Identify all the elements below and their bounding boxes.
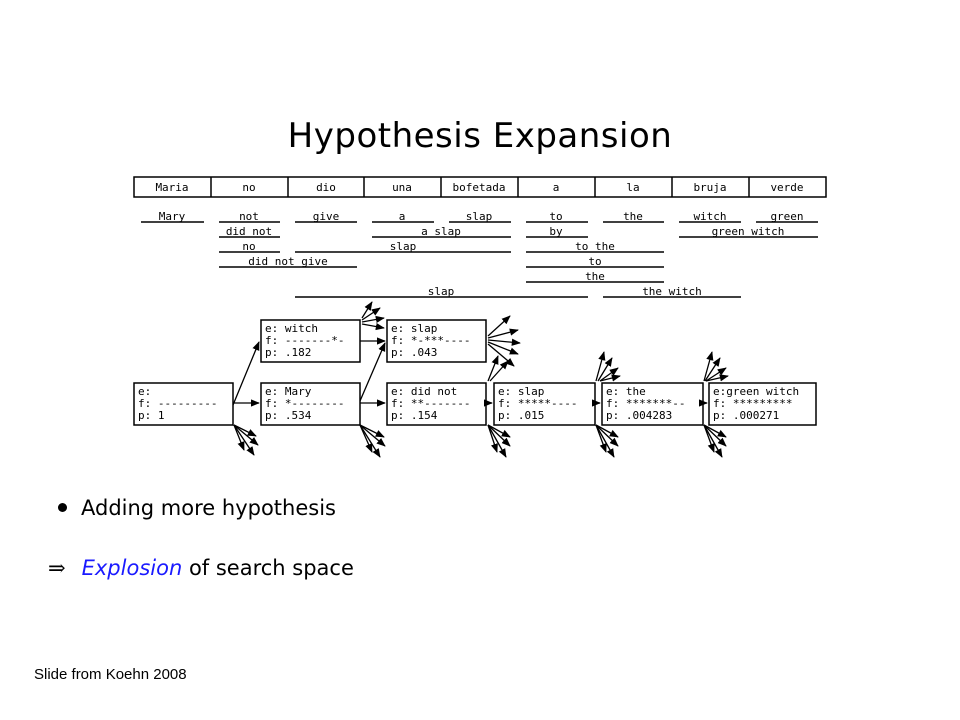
option-label: the (585, 270, 605, 283)
option-label: did not (226, 225, 272, 238)
option-label: not (239, 210, 259, 223)
source-word: dio (316, 181, 336, 194)
hypothesis-p: p: .182 (265, 346, 311, 359)
hypothesis-box: e: slap f: *****---- p: .015 (493, 382, 596, 426)
hypothesis-f: f: *-***---- (391, 334, 470, 347)
option-label: no (242, 240, 255, 253)
hypothesis-p: p: .000271 (713, 409, 779, 422)
source-word: la (626, 181, 639, 194)
bullet-point: Adding more hypothesis (58, 496, 336, 520)
hypothesis-expansion-diagram: Maria no dio una bofetada a la bruja ver… (133, 176, 827, 458)
option-label: to (549, 210, 562, 223)
source-word: a (553, 181, 560, 194)
hypothesis-box: e: slap f: *-***---- p: .043 (386, 319, 487, 363)
implication-emphasis: Explosion (81, 556, 183, 580)
option-label: slap (466, 210, 493, 223)
hypothesis-boxes: e: f: --------- p: 1 e: Mary f: *-------… (133, 319, 817, 426)
source-word: no (242, 181, 255, 194)
option-label: Mary (159, 210, 186, 223)
hypothesis-p: p: .534 (265, 409, 312, 422)
option-label: the witch (642, 285, 702, 298)
hypothesis-f: f: --------- (138, 397, 217, 410)
bullet-dot-icon (58, 502, 67, 512)
implies-arrow-icon: ⇒ (48, 556, 66, 580)
hypothesis-e: e: witch (265, 322, 318, 335)
hypothesis-p: p: .004283 (606, 409, 672, 422)
hypothesis-e: e: the (606, 385, 646, 398)
hypothesis-p: p: 1 (138, 409, 165, 422)
hypothesis-p: p: .043 (391, 346, 437, 359)
translation-options: Mary not give a slap to the witch green … (141, 210, 818, 298)
source-word: Maria (155, 181, 188, 194)
implication-line: ⇒ Explosion of search space (48, 556, 354, 580)
hypothesis-f: f: *****---- (498, 397, 577, 410)
option-label: slap (428, 285, 455, 298)
hypothesis-e: e: slap (391, 322, 437, 335)
expansion-arrows (232, 301, 729, 458)
option-label: to the (575, 240, 615, 253)
hypothesis-f: f: *******-- (606, 397, 685, 410)
option-label: the (623, 210, 643, 223)
option-label: slap (390, 240, 417, 253)
hypothesis-e: e: Mary (265, 385, 312, 398)
option-label: a (399, 210, 406, 223)
source-word: una (392, 181, 412, 194)
option-label: to (588, 255, 601, 268)
hypothesis-box: e: witch f: -------*- p: .182 (260, 319, 361, 363)
hypothesis-e: e:green witch (713, 385, 799, 398)
hypothesis-e: e: slap (498, 385, 544, 398)
hypothesis-box: e:green witch f: ********* p: .000271 (708, 382, 817, 426)
option-label: witch (693, 210, 726, 223)
source-word: bofetada (453, 181, 506, 194)
source-word: verde (770, 181, 803, 194)
option-label: a slap (421, 225, 461, 238)
option-label: did not give (248, 255, 327, 268)
bullet-text: Adding more hypothesis (81, 496, 336, 520)
hypothesis-box: e: Mary f: *-------- p: .534 (260, 382, 361, 426)
source-sentence-row: Maria no dio una bofetada a la bruja ver… (133, 176, 827, 198)
hypothesis-f: f: *-------- (265, 397, 344, 410)
slide-title: Hypothesis Expansion (287, 116, 673, 156)
hypothesis-f: f: -------*- (265, 334, 344, 347)
hypothesis-e: e: did not (391, 385, 457, 398)
option-label: green (770, 210, 803, 223)
hypothesis-f: f: ********* (713, 397, 792, 410)
implication-text: of search space (182, 556, 354, 580)
hypothesis-box: e: f: --------- p: 1 (133, 382, 234, 426)
hypothesis-f: f: **------- (391, 397, 470, 410)
option-label: green witch (712, 225, 785, 238)
hypothesis-box: e: did not f: **------- p: .154 (386, 382, 487, 426)
hypothesis-e: e: (138, 385, 151, 398)
hypothesis-p: p: .154 (391, 409, 438, 422)
hypothesis-p: p: .015 (498, 409, 544, 422)
hypothesis-box: e: the f: *******-- p: .004283 (601, 382, 704, 426)
slide-credit: Slide from Koehn 2008 (34, 666, 187, 683)
source-word: bruja (693, 181, 726, 194)
option-label: give (313, 210, 340, 223)
option-label: by (549, 225, 563, 238)
